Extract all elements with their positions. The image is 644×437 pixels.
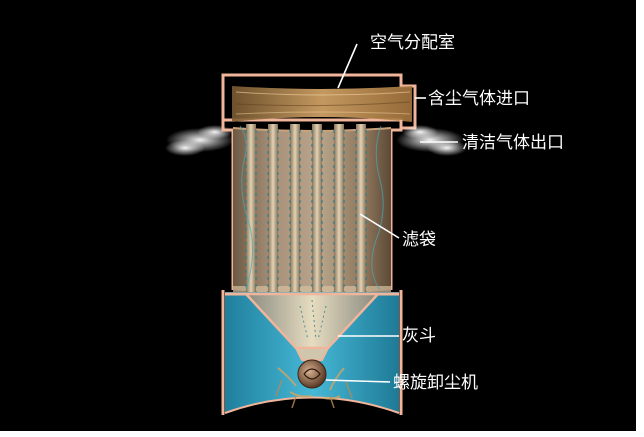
label-air-distribution-chamber: 空气分配室 — [370, 33, 455, 53]
leader-lines — [325, 43, 458, 383]
right-margin — [636, 0, 644, 437]
label-filter-bag: 滤袋 — [402, 230, 436, 250]
label-screw-conveyor: 螺旋卸尘机 — [393, 373, 478, 393]
label-clean-gas-outlet: 清洁气体出口 — [462, 133, 564, 153]
leader-line-filter-bag — [359, 213, 400, 239]
filter-bag — [311, 124, 323, 292]
filter-bag — [355, 124, 367, 292]
leader-line-air-chamber — [337, 43, 358, 89]
label-dusty-gas-inlet: 含尘气体进口 — [428, 89, 530, 109]
filter-bag — [267, 124, 279, 292]
filter-bags — [239, 124, 384, 292]
label-ash-hopper: 灰斗 — [402, 326, 436, 346]
filter-bag — [245, 124, 257, 292]
filter-bag — [289, 124, 301, 292]
filter-bag — [333, 124, 345, 292]
leader-line-screw-conveyor — [325, 379, 391, 383]
bottom-margin — [0, 431, 644, 437]
ash-hopper — [243, 292, 381, 361]
clean-gas-puffs — [165, 125, 467, 156]
air-distribution-chamber — [221, 73, 417, 130]
